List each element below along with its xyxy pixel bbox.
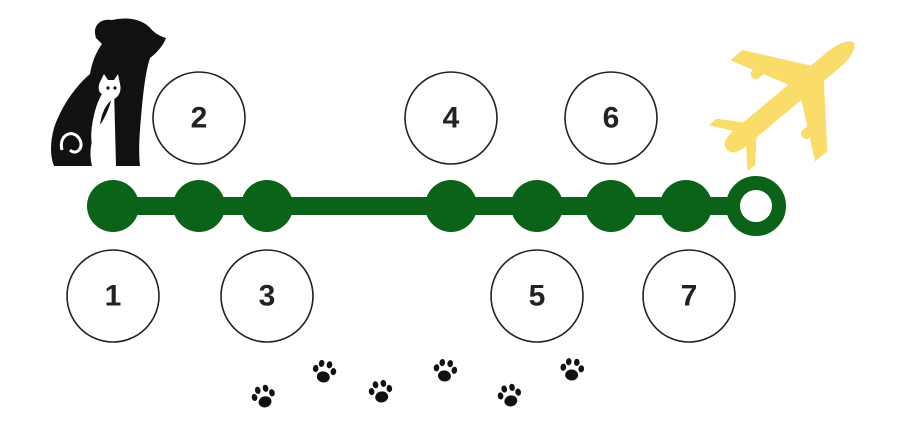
paw-prints xyxy=(249,357,585,410)
step-6: 6 xyxy=(565,72,657,164)
step-number: 5 xyxy=(529,280,546,313)
step-2: 2 xyxy=(153,72,245,164)
step-4: 4 xyxy=(405,72,497,164)
step-number: 3 xyxy=(259,280,276,313)
timeline-node-6 xyxy=(585,180,637,232)
step-number: 1 xyxy=(105,280,122,313)
paw-print-icon xyxy=(559,357,584,381)
timeline-node-5 xyxy=(511,180,563,232)
step-5: 5 xyxy=(491,250,583,342)
paw-print-icon xyxy=(249,383,278,410)
timeline-node-4 xyxy=(425,180,477,232)
dog-and-cat-icon xyxy=(51,18,166,166)
step-1: 1 xyxy=(67,250,159,342)
paw-print-icon xyxy=(432,358,458,383)
step-number: 7 xyxy=(681,280,698,313)
timeline-node-2 xyxy=(173,180,225,232)
paw-print-icon xyxy=(311,359,338,385)
step-7: 7 xyxy=(643,250,735,342)
paw-print-icon xyxy=(367,379,394,405)
timeline-end-ring xyxy=(733,183,779,229)
timeline-node-1 xyxy=(87,180,139,232)
step-3: 3 xyxy=(221,250,313,342)
timeline-node-3 xyxy=(241,180,293,232)
timeline-node-7 xyxy=(660,180,712,232)
paw-print-icon xyxy=(496,382,524,409)
step-number: 2 xyxy=(191,102,208,135)
airplane-icon xyxy=(684,0,896,200)
timeline-nodes xyxy=(87,180,779,232)
step-number: 6 xyxy=(603,102,620,135)
step-number: 4 xyxy=(443,102,460,135)
